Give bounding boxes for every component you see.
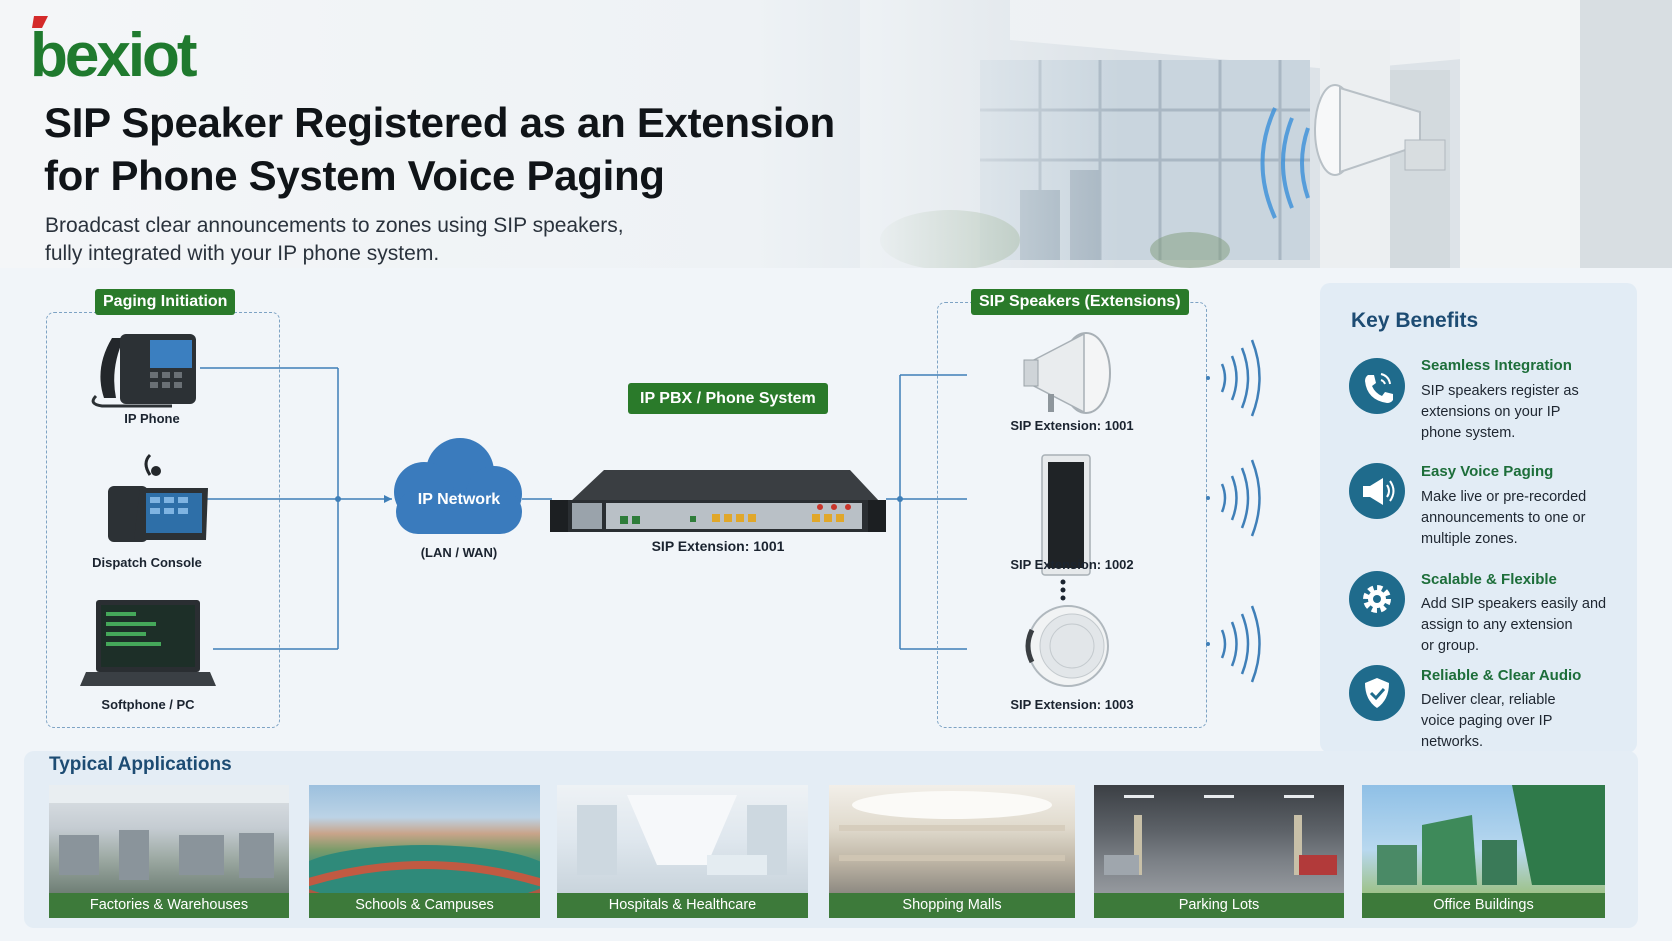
benefit-heading-3: Scalable & Flexible <box>1421 571 1557 588</box>
ip-network-sub: (LAN / WAN) <box>420 545 498 560</box>
megaphone-icon <box>1349 463 1405 519</box>
pbx-extension-caption: SIP Extension: 1001 <box>651 538 785 554</box>
dispatch-console-caption: Dispatch Console <box>92 555 202 570</box>
app-label-offices: Office Buildings <box>1362 893 1605 918</box>
app-card-hospitals: Hospitals & Healthcare <box>557 785 808 918</box>
page-subtitle: Broadcast clear announcements to zones u… <box>45 212 624 268</box>
ip-phone-caption: IP Phone <box>124 411 180 426</box>
phone-ring-icon <box>1349 358 1405 414</box>
factory-photo <box>49 785 289 893</box>
app-card-factories: Factories & Warehouses <box>49 785 289 918</box>
app-label-malls: Shopping Malls <box>829 893 1075 918</box>
office-photo <box>1362 785 1605 893</box>
app-label-hospitals: Hospitals & Healthcare <box>557 893 808 918</box>
app-card-offices: Office Buildings <box>1362 785 1605 918</box>
parking-photo <box>1094 785 1344 893</box>
hero-photo-lobby <box>860 0 1672 268</box>
benefit-heading-2: Easy Voice Paging <box>1421 463 1554 480</box>
sip-speakers-zone <box>937 302 1207 728</box>
school-photo <box>309 785 540 905</box>
app-card-malls: Shopping Malls <box>829 785 1075 918</box>
key-benefits-title: Key Benefits <box>1351 309 1479 332</box>
subtitle-line-2: fully integrated with your IP phone syst… <box>45 242 440 265</box>
app-card-schools: Schools & Campuses <box>309 785 540 918</box>
app-label-factories: Factories & Warehouses <box>49 893 289 918</box>
speaker-1002-caption: SIP Extension: 1002 <box>1010 557 1134 572</box>
hospital-photo <box>557 785 808 893</box>
shield-check-icon <box>1349 665 1405 721</box>
sip-speakers-tag: SIP Speakers (Extensions) <box>971 289 1189 315</box>
benefit-heading-4: Reliable & Clear Audio <box>1421 667 1582 684</box>
app-label-schools: Schools & Campuses <box>309 893 540 918</box>
gear-icon <box>1349 571 1405 627</box>
speaker-1001-caption: SIP Extension: 1001 <box>1010 418 1134 433</box>
subtitle-line-1: Broadcast clear announcements to zones u… <box>45 214 624 237</box>
typical-applications-title: Typical Applications <box>49 754 232 775</box>
speaker-1003-caption: SIP Extension: 1003 <box>1010 697 1134 712</box>
app-label-parking: Parking Lots <box>1094 893 1344 918</box>
ip-pbx-tag: IP PBX / Phone System <box>628 383 828 414</box>
paging-initiation-zone <box>46 312 280 728</box>
wall-horn-speaker-icon <box>1260 84 1446 219</box>
app-card-parking: Parking Lots <box>1094 785 1344 918</box>
svg-text:bexiot: bexiot <box>30 21 197 86</box>
softphone-caption: Softphone / PC <box>101 697 195 712</box>
mall-photo <box>829 785 1075 893</box>
benefit-heading-1: Seamless Integration <box>1421 357 1572 374</box>
ip-network-label: IP Network <box>417 491 501 508</box>
paging-initiation-tag: Paging Initiation <box>95 289 236 315</box>
title-line-2: for Phone System Voice Paging <box>44 152 665 199</box>
title-line-1: SIP Speaker Registered as an Extension <box>44 99 835 146</box>
page-title: SIP Speaker Registered as an Extension f… <box>44 96 835 202</box>
bexiot-logo: bexiot <box>28 16 228 90</box>
